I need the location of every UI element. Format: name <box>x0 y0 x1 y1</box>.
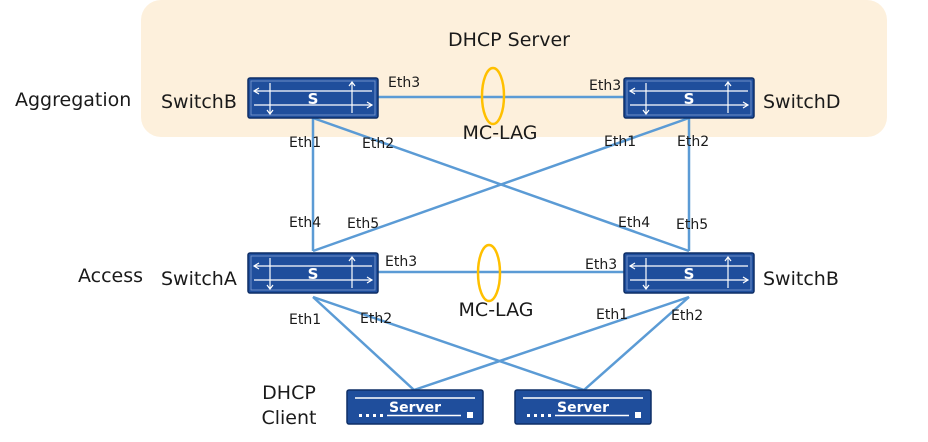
mclag-label-top: MC-LAG <box>463 122 538 144</box>
port-label: Eth4 <box>618 215 650 231</box>
mclag-bottom-ring <box>476 243 502 303</box>
switch-name-acc-right: SwitchB <box>763 268 839 290</box>
port-label: Eth3 <box>589 78 621 94</box>
port-label: Eth5 <box>676 217 708 233</box>
server-left[interactable]: Server <box>346 389 484 425</box>
server-icon-label: Server <box>389 400 441 416</box>
port-label: Eth2 <box>677 134 709 150</box>
switch-icon-label: S <box>308 265 319 283</box>
switch-icon-label: S <box>308 90 319 108</box>
port-label: Eth2 <box>362 136 394 152</box>
region-title: DHCP Server <box>448 29 570 51</box>
layer-label-access: Access <box>78 265 143 287</box>
server-icon-label: Server <box>557 400 609 416</box>
switch-acc-left[interactable]: S <box>247 252 379 294</box>
server-right[interactable]: Server <box>514 389 652 425</box>
mclag-label-bottom: MC-LAG <box>459 299 534 321</box>
switch-name-agg-right: SwitchD <box>763 91 840 113</box>
port-label: Eth2 <box>671 308 703 324</box>
switch-acc-right[interactable]: S <box>623 252 755 294</box>
switch-agg-right[interactable]: S <box>623 77 755 119</box>
port-label: Eth4 <box>289 215 321 231</box>
switch-name-acc-left: SwitchA <box>161 268 237 290</box>
links <box>311 95 691 392</box>
link-d-eth1-a-eth5 <box>312 116 690 253</box>
port-label: Eth2 <box>360 311 392 327</box>
switch-agg-left[interactable]: S <box>247 77 379 119</box>
port-label: Eth3 <box>385 254 417 270</box>
link-a-eth1-server1 <box>312 296 415 391</box>
switch-name-agg-left: SwitchB <box>161 91 237 113</box>
switch-icon-label: S <box>684 90 695 108</box>
layer-label-aggregation: Aggregation <box>15 89 131 111</box>
port-label: Eth1 <box>596 307 628 323</box>
port-label: Eth3 <box>585 257 617 273</box>
port-label: Eth1 <box>289 312 321 328</box>
client-label-line1: DHCP <box>262 382 316 404</box>
link-b-eth1-server1 <box>413 295 690 392</box>
port-label: Eth1 <box>289 135 321 151</box>
port-label: Eth1 <box>604 134 636 150</box>
link-a-eth2-server2 <box>312 295 585 392</box>
mclag-top-ring <box>480 66 506 126</box>
port-label: Eth5 <box>347 216 379 232</box>
switch-icon-label: S <box>684 265 695 283</box>
client-label-line2: Client <box>261 407 316 429</box>
link-b-eth2-server2 <box>583 296 690 391</box>
port-label: Eth3 <box>388 75 420 91</box>
